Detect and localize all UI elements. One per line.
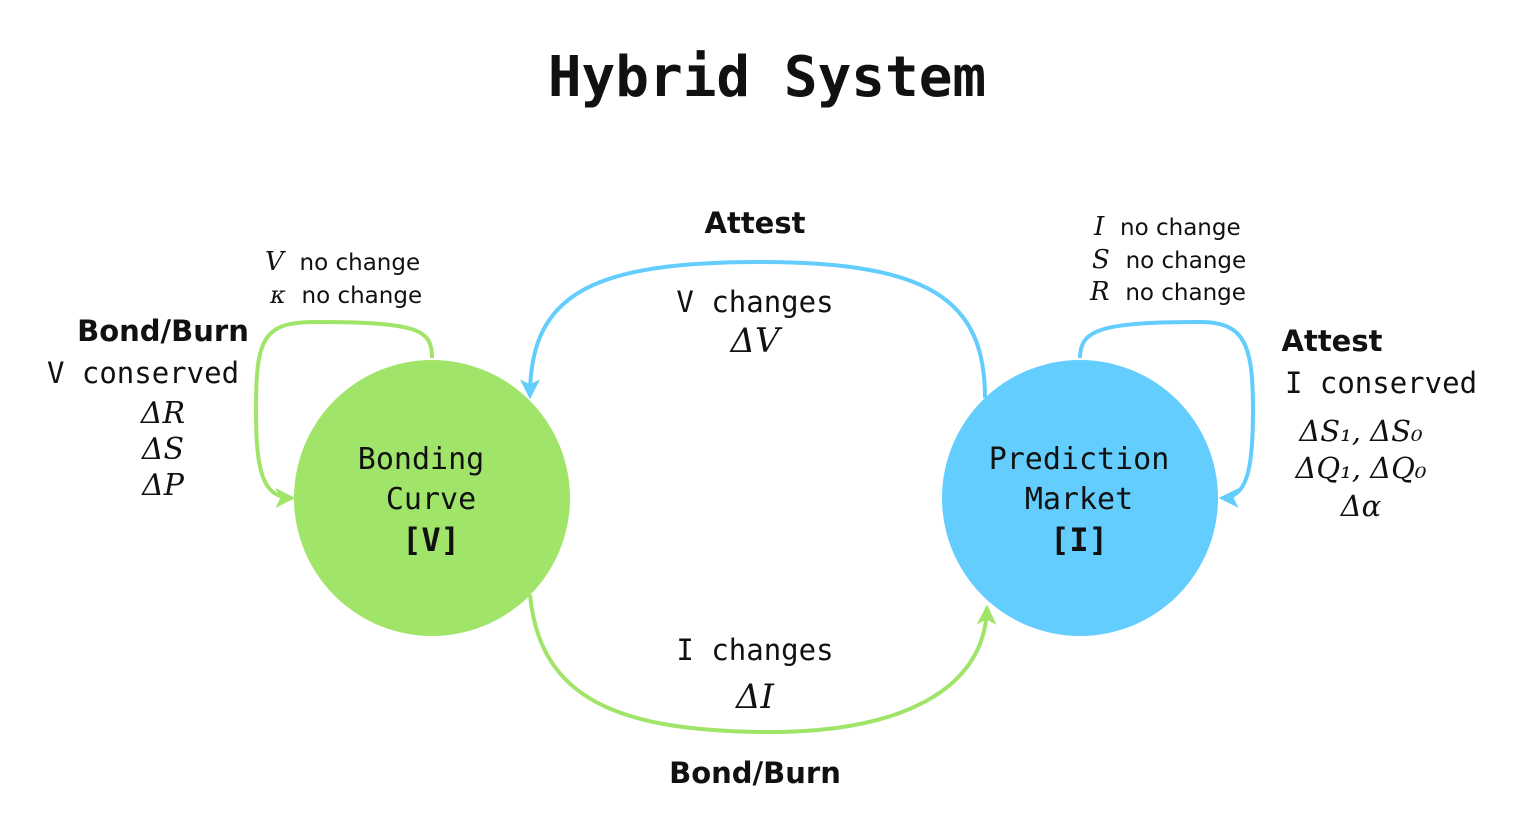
right-delta-1: ΔS₁, ΔS₀ — [1298, 414, 1423, 448]
right-no-change-1: I no change — [1093, 212, 1241, 242]
self-loop-right — [1078, 319, 1256, 508]
prediction-market-node — [942, 360, 1218, 636]
left-no-change-2: κ no change — [269, 281, 422, 309]
edge-bottom-delta: ΔI — [734, 677, 775, 717]
left-action: Bond/Burn — [77, 314, 249, 348]
left-delta-2: ΔS — [141, 432, 184, 467]
right-no-change-2: S no change — [1092, 245, 1246, 275]
edge-attest-top — [520, 259, 987, 400]
edge-top-action: Attest — [705, 206, 806, 240]
diagram-title: Hybrid System — [548, 45, 986, 110]
bonding-curve-label-line2: Curve — [386, 482, 476, 517]
bonding-curve-node — [294, 360, 570, 636]
right-delta-2: ΔQ₁, ΔQ₀ — [1294, 451, 1426, 485]
right-action: Attest — [1282, 324, 1383, 358]
edge-bond-burn-bottom — [528, 594, 997, 735]
bonding-curve-label-line1: Bonding — [358, 442, 484, 477]
edge-top-effect: V changes — [676, 285, 833, 319]
left-conserved: V conserved — [47, 356, 239, 390]
bonding-curve-tag: [V] — [402, 521, 460, 559]
prediction-market-tag: [I] — [1050, 521, 1108, 559]
prediction-market-label-line2: Market — [1025, 482, 1133, 517]
edge-top-delta: ΔV — [728, 321, 783, 361]
right-conserved: I conserved — [1285, 366, 1477, 400]
right-no-change-3: R no change — [1089, 277, 1246, 307]
right-delta-3: Δα — [1340, 489, 1382, 523]
left-delta-3: ΔP — [141, 468, 185, 503]
left-no-change-1: V no change — [265, 247, 420, 277]
self-loop-left — [253, 319, 434, 508]
prediction-market-label-line1: Prediction — [989, 442, 1170, 477]
edge-bottom-action: Bond/Burn — [669, 756, 841, 790]
left-delta-1: ΔR — [140, 396, 185, 431]
edge-bottom-effect: I changes — [676, 633, 833, 667]
